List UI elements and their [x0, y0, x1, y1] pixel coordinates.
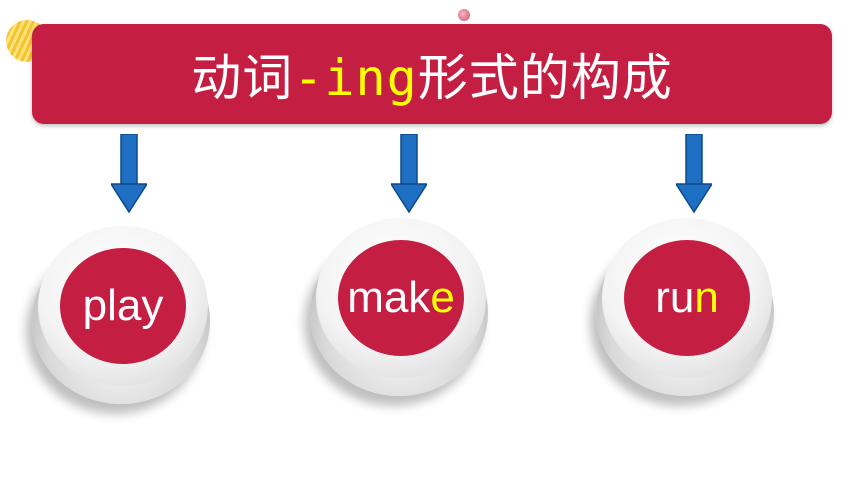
word-label: make — [347, 276, 455, 320]
decorative-dot — [458, 9, 470, 21]
title-banner: 动词-ing形式的构成 — [32, 24, 832, 124]
word-highlight: n — [694, 273, 719, 322]
word-highlight: e — [430, 273, 455, 322]
title-suffix: -ing — [293, 49, 418, 107]
word-label: play — [83, 284, 164, 328]
circle-center: play — [60, 248, 186, 364]
title-main: 动词 — [191, 49, 294, 107]
word-base: mak — [347, 273, 431, 322]
down-arrow-icon — [676, 134, 712, 214]
circle-center: make — [338, 240, 464, 356]
down-arrow-icon — [111, 134, 147, 214]
word-circle-run: run — [596, 218, 776, 398]
down-arrow-icon — [391, 134, 427, 214]
word-base: ru — [655, 273, 695, 322]
page-title: 动词-ing形式的构成 — [191, 38, 672, 110]
word-circle-play: play — [32, 226, 212, 406]
word-circle-make: make — [310, 218, 490, 398]
word-base: play — [82, 281, 164, 330]
circle-center: run — [624, 240, 750, 356]
word-label: run — [655, 276, 719, 320]
title-rest: 形式的构成 — [417, 49, 673, 107]
